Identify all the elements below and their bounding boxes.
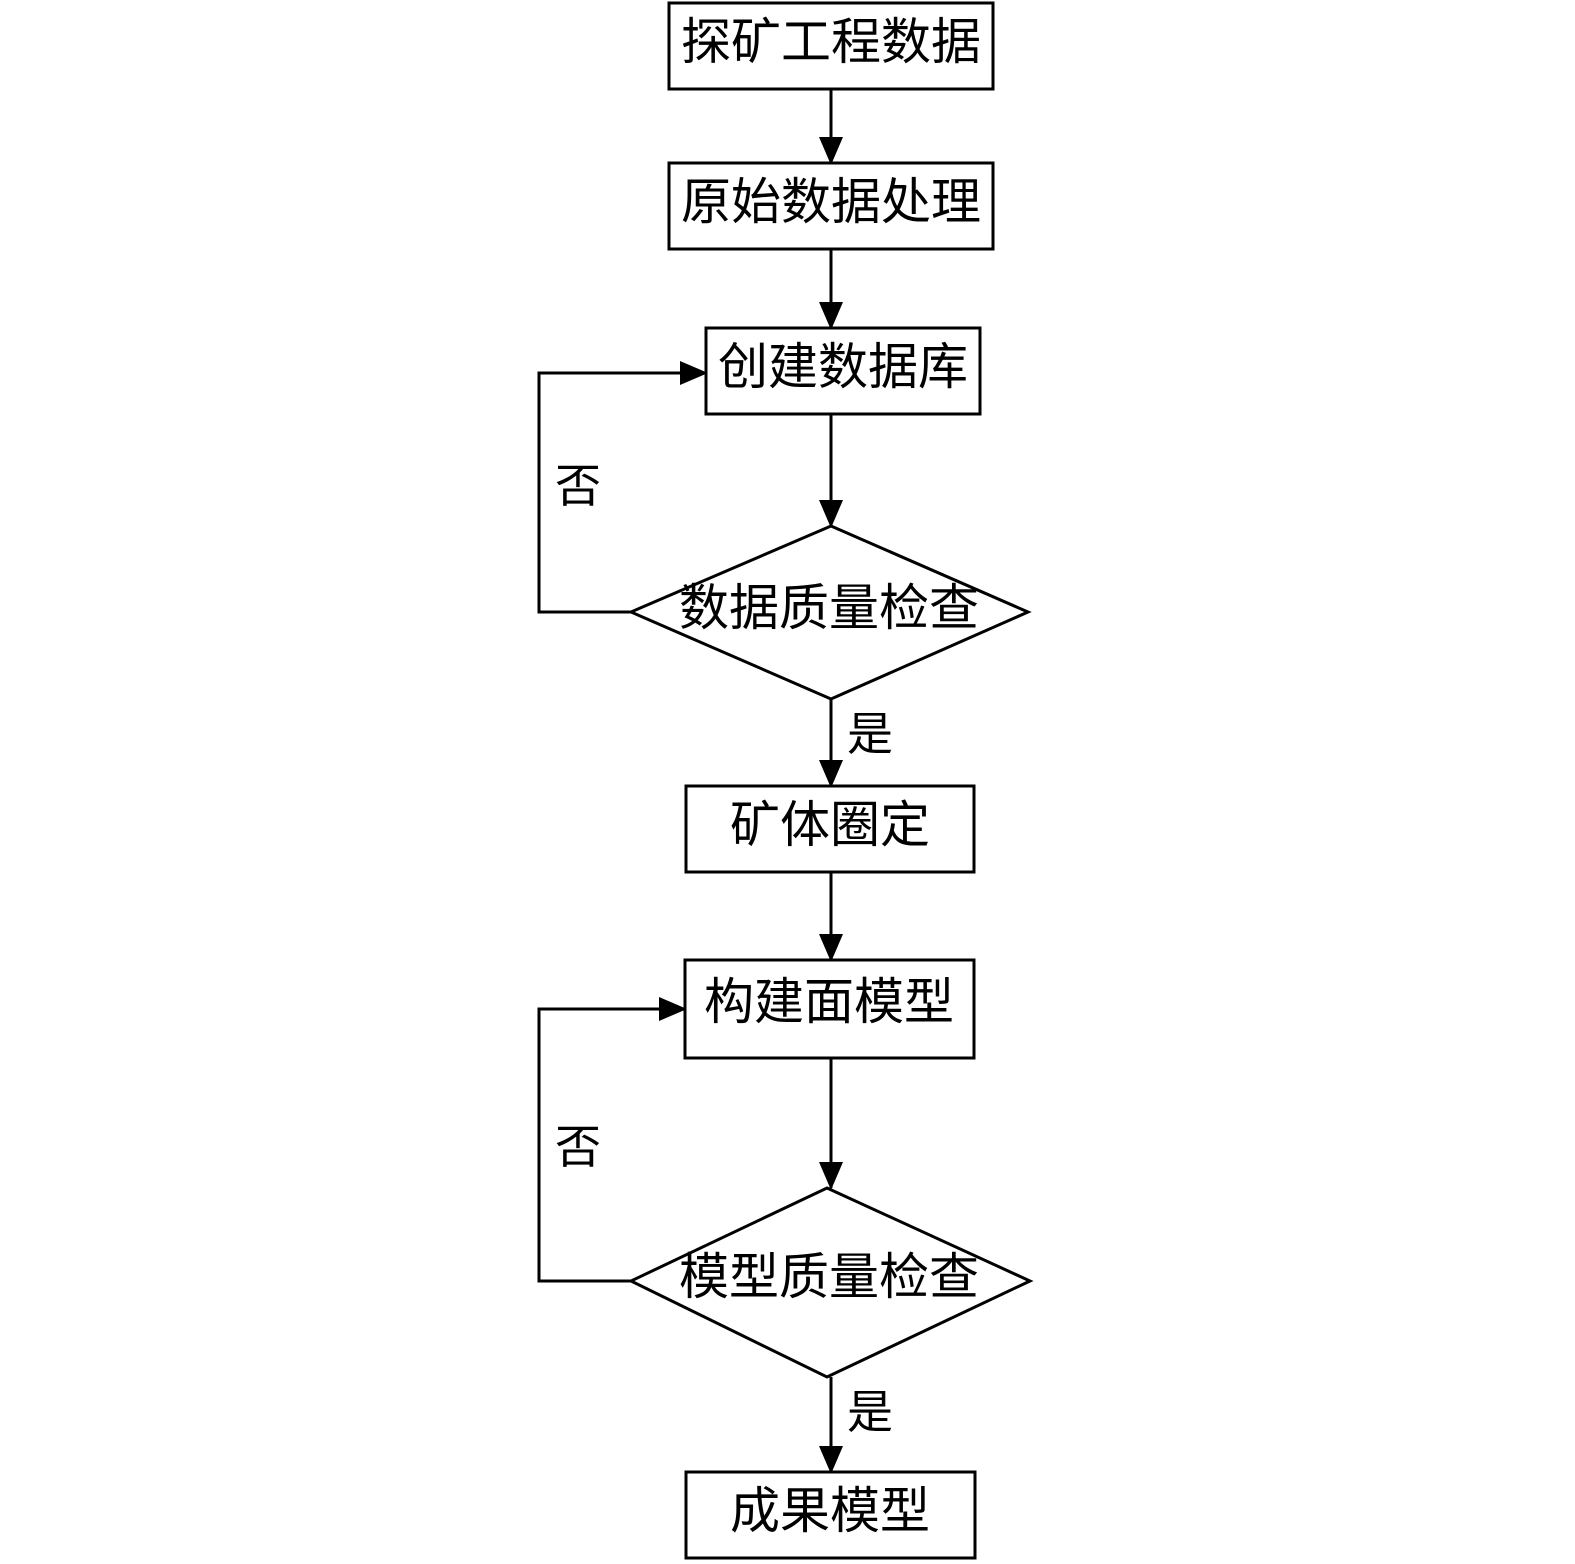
node-create-database: 创建数据库 [704, 326, 982, 416]
edge-label-data-check-yes: 是 [847, 707, 893, 761]
edge-label-data-check-no: 否 [555, 459, 601, 513]
edge-label-model-check-no: 否 [555, 1120, 601, 1174]
node-raw-data-processing: 原始数据处理 [667, 161, 995, 251]
node-label: 成果模型 [730, 1482, 930, 1540]
node-diamond [627, 1186, 1034, 1379]
node-label: 创建数据库 [718, 338, 968, 396]
edge-labels: 否 是 否 是 [555, 459, 893, 1439]
node-label: 构建面模型 [704, 973, 954, 1031]
node-box [667, 161, 995, 251]
node-build-surface-model: 构建面模型 [683, 958, 976, 1060]
edges [537, 89, 843, 1474]
edge-model-check-no-loop [537, 997, 687, 1283]
node-box [667, 1, 995, 91]
node-box [683, 958, 976, 1060]
node-label: 探矿工程数据 [681, 13, 981, 71]
edge-data-check-no-loop [537, 361, 708, 614]
node-orebody-delineation: 矿体圈定 [684, 784, 976, 874]
node-label: 原始数据处理 [681, 173, 981, 231]
node-label: 数据质量检查 [679, 579, 979, 637]
node-label: 矿体圈定 [730, 796, 930, 854]
node-data-quality-check: 数据质量检查 [627, 524, 1032, 701]
node-diamond [627, 524, 1032, 701]
node-label: 模型质量检查 [679, 1248, 979, 1306]
node-box [704, 326, 982, 416]
node-exploration-data: 探矿工程数据 [667, 1, 995, 91]
node-model-quality-check: 模型质量检查 [627, 1186, 1034, 1379]
node-box [684, 1470, 977, 1560]
node-box [684, 784, 976, 874]
edge-label-model-check-yes: 是 [847, 1385, 893, 1439]
node-result-model: 成果模型 [684, 1470, 977, 1560]
